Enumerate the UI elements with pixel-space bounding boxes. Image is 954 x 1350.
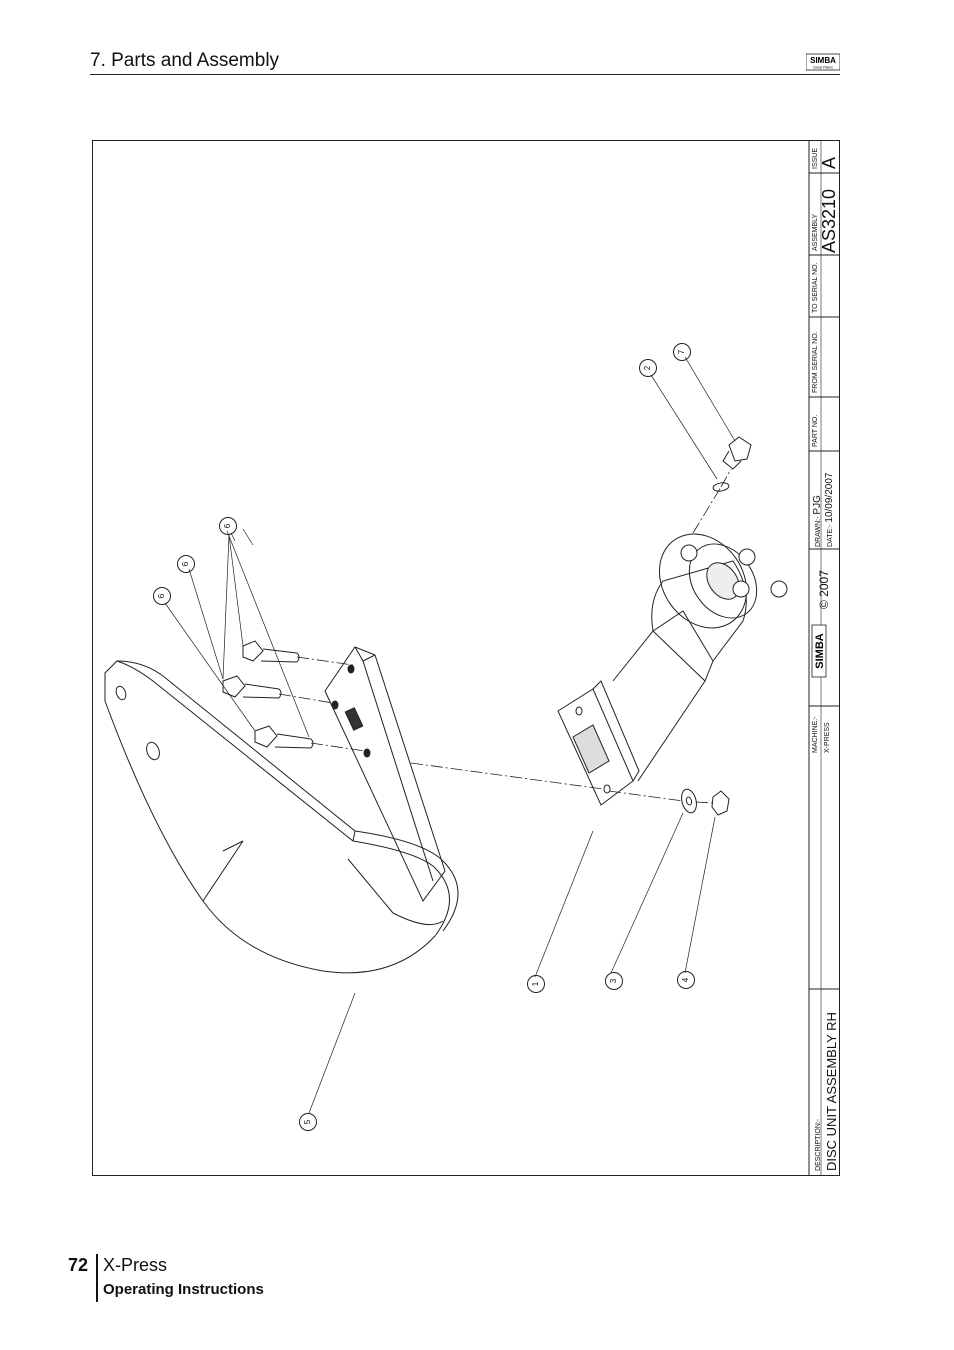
balloon-6b: 6	[177, 555, 195, 573]
drawn-by-value: PJG	[812, 495, 823, 515]
balloon-5: 5	[299, 1113, 317, 1131]
balloon-7: 7	[673, 343, 691, 361]
parts-drawing	[104, 141, 839, 1175]
drawing-frame: 1 2 3 4 5 6 6 6 7 DESCRIPTION:- DISC UNI…	[92, 140, 840, 1176]
footer-divider	[96, 1254, 98, 1302]
simba-logo: SIMBA Great Plains	[806, 53, 840, 71]
part-no-label: PART NO.	[812, 414, 819, 447]
bolt-6a	[242, 640, 300, 663]
assembly-label: ASSEMBLY	[812, 213, 819, 251]
balloon-6a: 6	[153, 587, 171, 605]
header-logo-text: SIMBA	[810, 56, 836, 65]
machine-label: MACHINE:-	[812, 716, 819, 753]
drawn-label: DRAWN:- PJG	[812, 495, 823, 547]
title-block-logo-mark: SIMBA	[811, 624, 827, 678]
title-block-logo-text: SIMBA	[814, 633, 826, 669]
bolt-6c	[254, 725, 314, 749]
balloon-2: 2	[639, 359, 657, 377]
copyright-text: © 2007	[817, 570, 831, 609]
assembly-number: AS3210	[819, 188, 839, 253]
date-label: DATE:- 10/09/2007	[824, 473, 835, 547]
description-value: DISC UNIT ASSEMBLY RH	[824, 1012, 839, 1171]
header-rule	[90, 74, 840, 75]
from-serial-label: FROM SERIAL NO.	[812, 331, 819, 393]
drawn-label-text: DRAWN:-	[815, 516, 822, 547]
balloon-4: 4	[677, 971, 695, 989]
date-label-text: DATE:-	[827, 524, 834, 547]
balloon-3: 3	[605, 972, 623, 990]
title-block-logo: SIMBA	[809, 621, 839, 681]
issue-label: ISSUE	[812, 147, 819, 169]
footer-product: X-Press	[103, 1255, 168, 1275]
date-value: 10/09/2007	[824, 472, 835, 523]
to-serial-label: TO SERIAL NO.	[812, 262, 819, 313]
description-label: DESCRIPTION:-	[815, 1118, 822, 1171]
balloon-1: 1	[527, 975, 545, 993]
page-number: 72	[68, 1255, 89, 1275]
header-logo-subtext: Great Plains	[813, 66, 833, 70]
footer-subtitle: Operating Instructions	[103, 1281, 264, 1298]
machine-value: X-PRESS	[824, 722, 831, 753]
balloon-6c: 6	[219, 517, 237, 535]
bolt-6b	[222, 675, 282, 699]
section-title: 7. Parts and Assembly	[90, 50, 280, 71]
issue-value: A	[819, 156, 839, 169]
